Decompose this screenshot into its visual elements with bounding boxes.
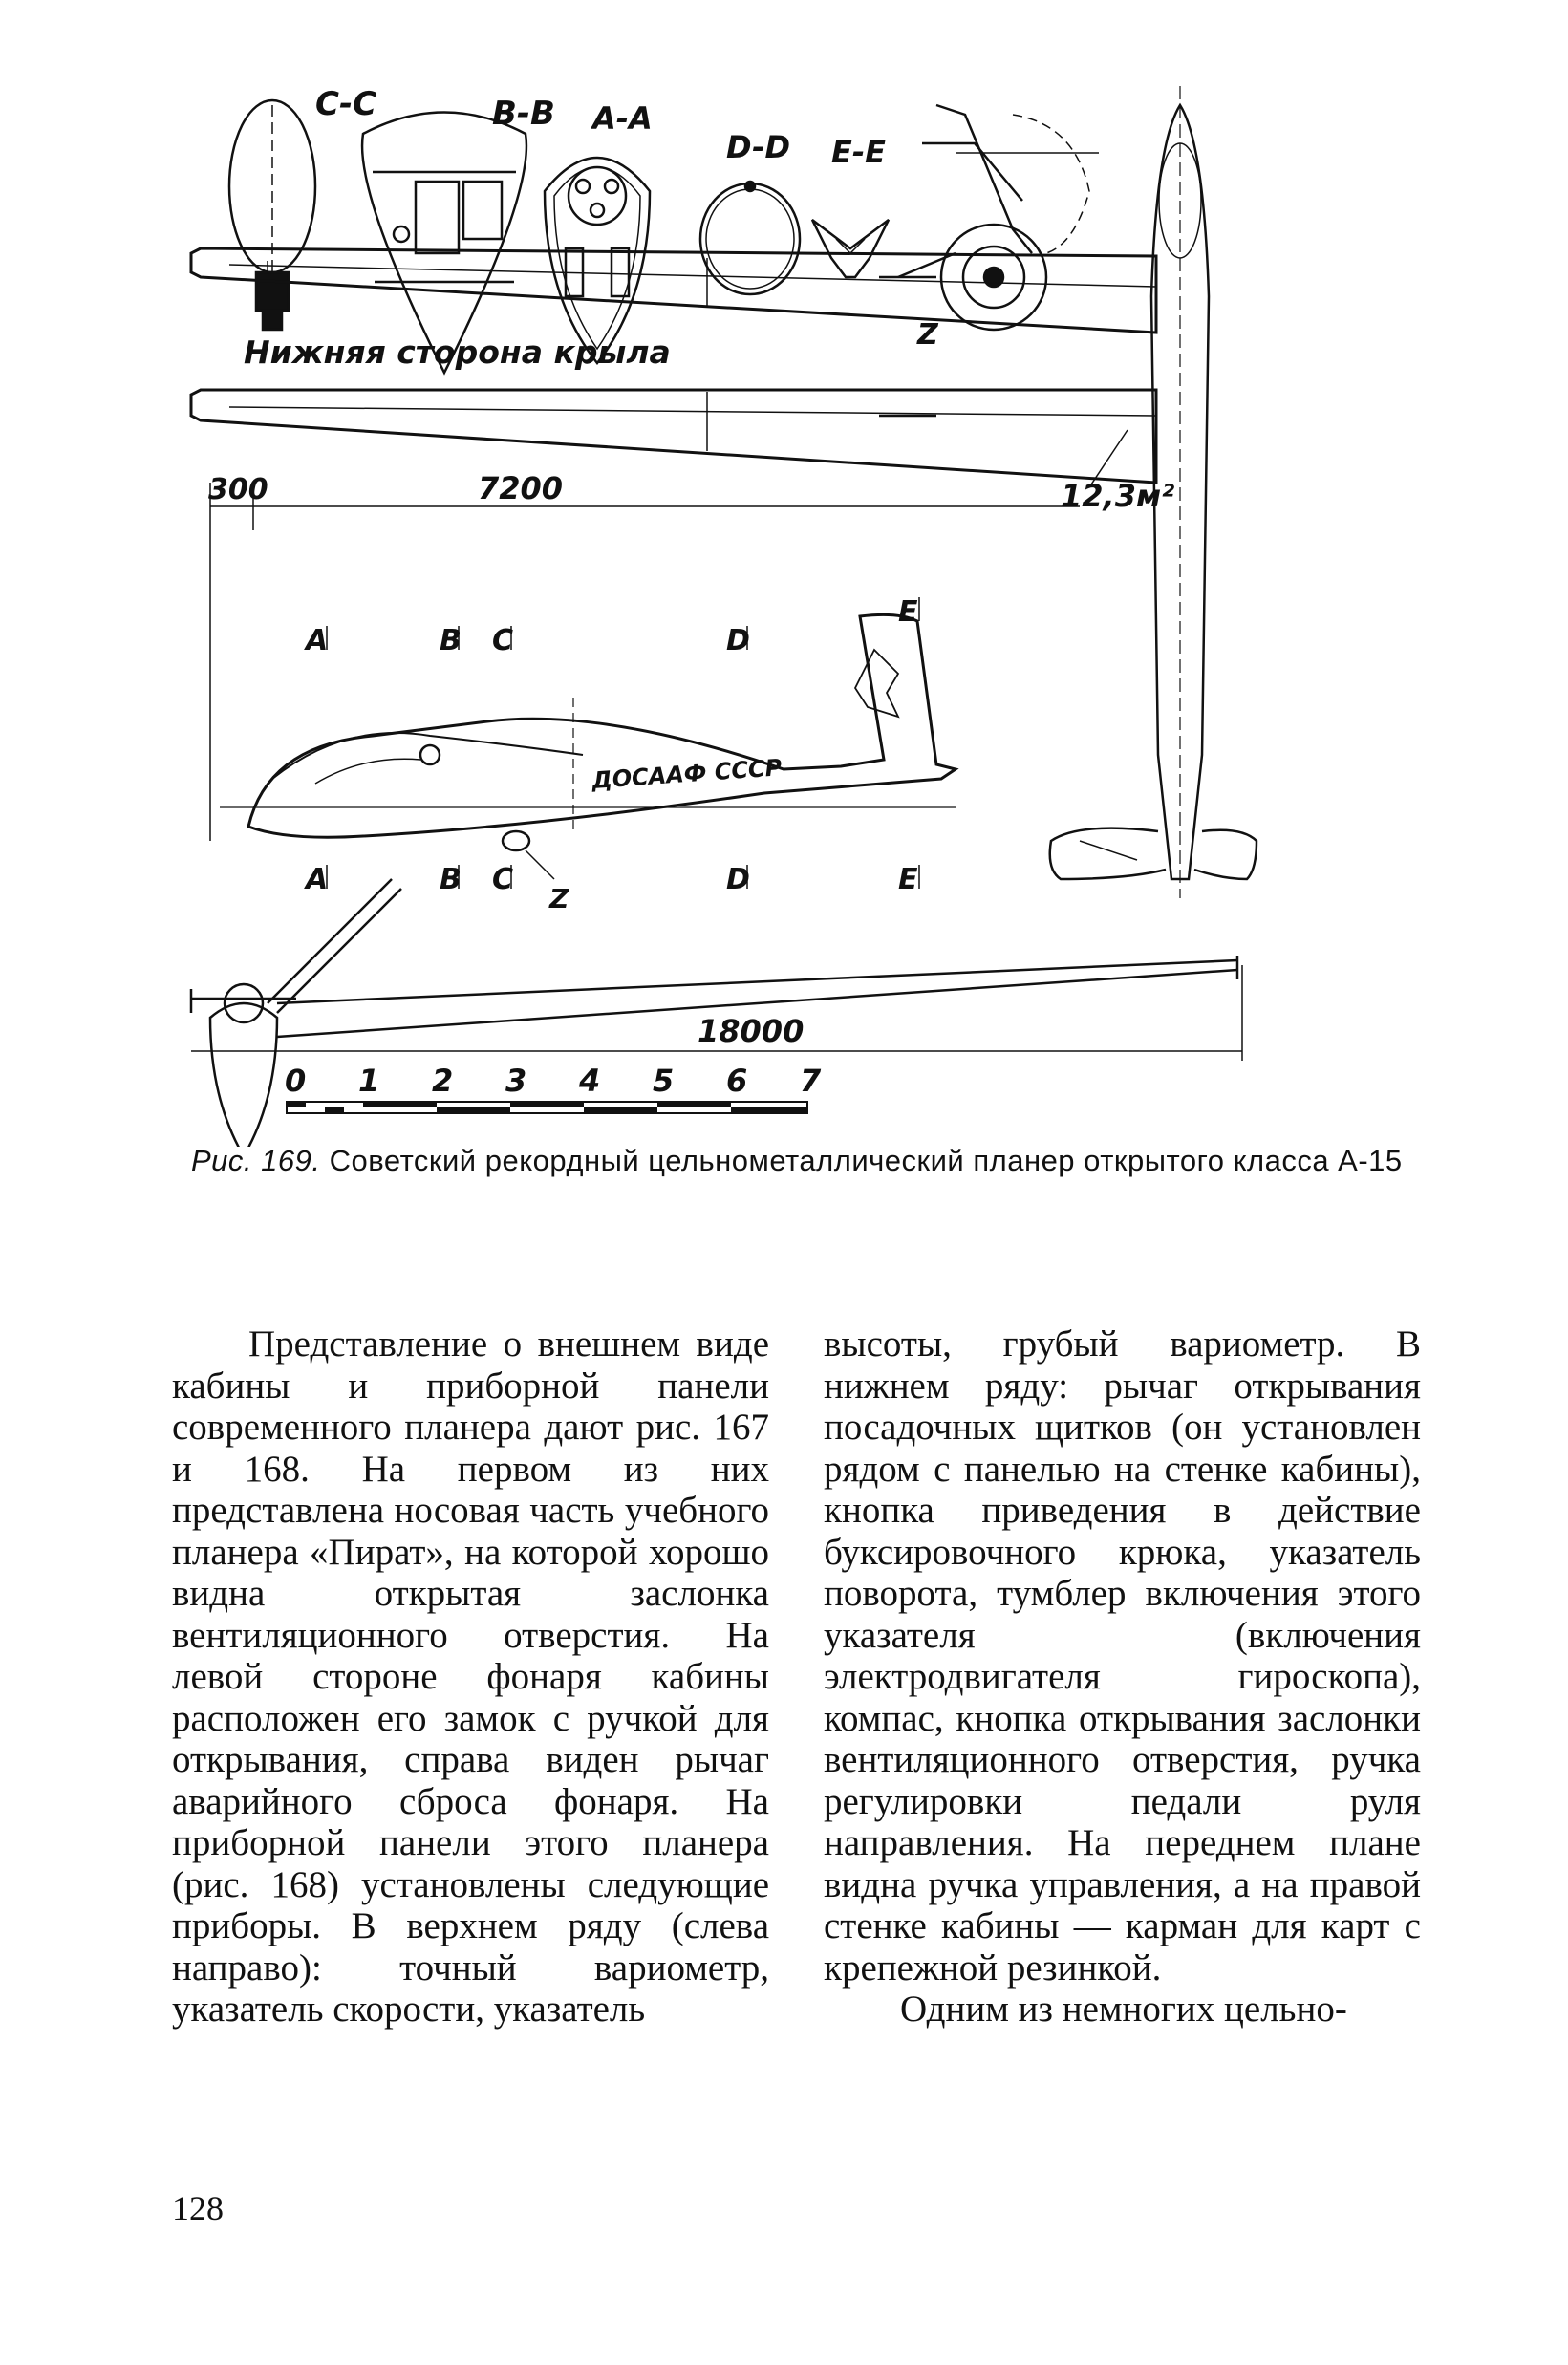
scale-tick-2: 2: [432, 1063, 453, 1099]
section-label-dd: D-D: [726, 129, 790, 165]
figure-caption: Рис. 169. Советский рекордный цельномета…: [191, 1143, 1452, 1180]
section-label-ee: E-E: [831, 134, 886, 170]
station-label-e-bottom: E: [898, 863, 918, 896]
station-label-c-bottom: C: [492, 863, 513, 896]
text-column-right: высоты, грубый вариометр. В нижнем ряду:…: [824, 1323, 1421, 2031]
wing-area-label: 12,3м²: [1061, 478, 1174, 514]
span-label: 18000: [698, 1013, 804, 1049]
section-cc-drawing: C-C: [227, 86, 376, 332]
fuselage-side-view: ДОСААФ СССР Z: [220, 613, 959, 914]
figure-caption-text: Советский рекордный цельнометаллический …: [329, 1144, 1403, 1177]
page-number: 128: [172, 2189, 224, 2227]
section-label-bb: B-B: [492, 95, 555, 133]
station-label-c-top: C: [492, 624, 513, 657]
station-labels-bottom: A B C D E: [304, 863, 920, 896]
scale-tick-4: 4: [578, 1063, 600, 1099]
landing-gear-detail: Z: [897, 103, 1099, 352]
wing-top-view: [189, 247, 1158, 334]
station-label-b-top: B: [440, 624, 462, 657]
right-paragraph-2: Одним из немногих цельно-: [900, 1989, 1347, 2030]
section-label-aa: A-A: [590, 100, 653, 137]
detail-z-label-side: Z: [548, 883, 569, 914]
text-column-left: Представление о внешнем виде кабины и пр…: [172, 1323, 769, 2031]
dimension-7200: 7200: [478, 470, 563, 506]
wing-underside-label: Нижняя сторона крыла: [244, 333, 671, 371]
scale-tick-1: 1: [358, 1063, 379, 1099]
section-bb-drawing: B-B: [360, 95, 555, 376]
section-dd-drawing: D-D: [698, 129, 802, 296]
section-ee-drawing: E-E: [810, 134, 891, 279]
station-labels-top: A B C D E: [304, 595, 920, 657]
scale-tick-3: 3: [505, 1063, 526, 1099]
fuselage-inscription: ДОСААФ СССР: [590, 754, 783, 794]
glider-drawing-figure: C-C B-B A-A D-D: [172, 86, 1271, 1147]
section-label-cc: C-C: [315, 86, 376, 123]
station-label-e-top: E: [898, 595, 918, 629]
left-paragraph-1: Представление о внешнем виде кабины и пр…: [172, 1323, 769, 2030]
station-label-a-bottom: A: [304, 863, 328, 896]
chord-dimensions: 300 7200: [208, 470, 1080, 841]
scale-bar: 0 1 2 3 4 5 6 7: [285, 1063, 822, 1114]
wing-underside-view: Нижняя сторона крыла 12,3м²: [189, 333, 1174, 514]
dimension-300: 300: [208, 473, 268, 506]
figure-caption-label: Рис. 169.: [191, 1144, 321, 1177]
station-label-d-top: D: [726, 624, 750, 657]
scale-tick-0: 0: [285, 1063, 306, 1099]
station-label-d-bottom: D: [726, 863, 750, 896]
scale-tick-7: 7: [800, 1063, 822, 1099]
span-dimension: 18000: [191, 965, 1243, 1061]
section-aa-drawing: A-A: [543, 100, 653, 366]
scale-tick-5: 5: [653, 1063, 674, 1099]
station-label-b-bottom: B: [440, 863, 462, 896]
scale-tick-6: 6: [726, 1063, 747, 1099]
front-view-drawing: [189, 878, 1239, 1147]
fuselage-top-view: [1048, 86, 1258, 898]
right-paragraph-1: высоты, грубый вариометр. В нижнем ряду:…: [824, 1323, 1421, 1989]
station-label-a-top: A: [304, 624, 328, 657]
detail-z-label-top: Z: [916, 318, 939, 352]
